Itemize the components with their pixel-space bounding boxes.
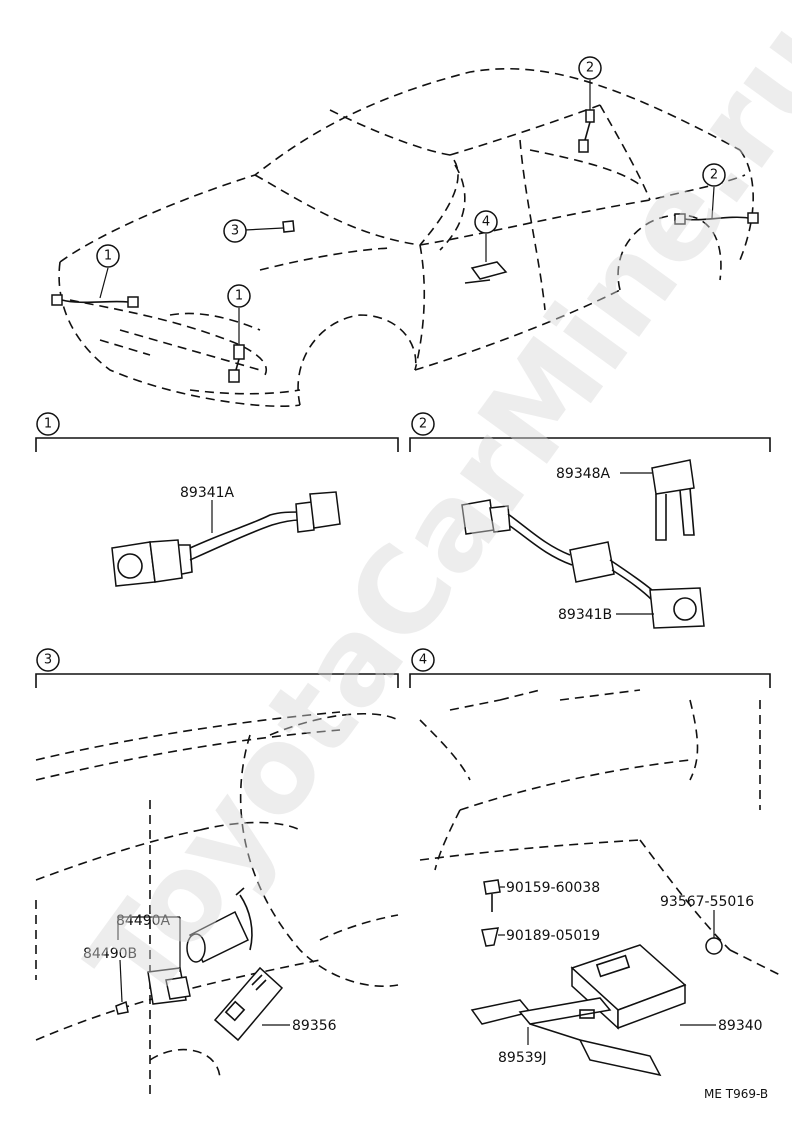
- car-harness-rear-lower: [674, 163, 759, 225]
- label-89341A: 89341A: [180, 485, 235, 501]
- bolt-90159-60038: [483, 879, 501, 912]
- car-harness-rear-upper: [578, 56, 602, 153]
- clip-84490B: [115, 1000, 129, 1015]
- section-3-header: [35, 648, 399, 688]
- interior-floor-outline: [419, 689, 781, 976]
- car-computer-floor: [464, 210, 508, 284]
- nut-93567-55016: [705, 937, 723, 955]
- clip-90189-05019: [481, 927, 499, 947]
- label-84490B: 84490B: [83, 946, 137, 962]
- label-89340: 89340: [718, 1018, 763, 1034]
- harness-89341B: [461, 499, 705, 629]
- callout-2-upper: 2: [586, 61, 594, 76]
- section-2-header: [409, 412, 771, 452]
- label-93567-55016: 93567-55016: [660, 894, 754, 910]
- label-plate-89356: [213, 966, 284, 1042]
- harness-89341A: [111, 491, 341, 587]
- car-harness-front-right: [227, 284, 251, 383]
- computer-89340: [570, 944, 687, 1030]
- car-harness-front-left: [51, 244, 139, 308]
- label-90189-05019: 90189-05019: [506, 928, 600, 944]
- label-89539J: 89539J: [498, 1050, 547, 1066]
- section-2-number: 2: [419, 417, 427, 432]
- section-4-number: 4: [419, 653, 427, 668]
- car-outline: [58, 67, 754, 407]
- callout-3: 3: [231, 224, 239, 239]
- bracket-89348A: [651, 459, 695, 541]
- callout-1-front-right: 1: [235, 289, 243, 304]
- leader-84490A: [117, 916, 181, 972]
- label-90159-60038: 90159-60038: [506, 880, 600, 896]
- interior-dash-outline: [35, 711, 399, 1100]
- section-1-header: [35, 412, 399, 452]
- section-1-number: 1: [44, 417, 52, 432]
- leader-84490B: [119, 959, 123, 1003]
- callout-2-lower: 2: [710, 168, 718, 183]
- bracket-89539J: [470, 997, 662, 1077]
- car-switch-dash: [223, 219, 295, 243]
- label-89356: 89356: [292, 1018, 337, 1034]
- callout-4: 4: [482, 215, 490, 230]
- section-3-number: 3: [44, 653, 52, 668]
- steering-column-switch: [186, 887, 253, 964]
- section-4-header: [409, 648, 771, 688]
- label-89348A: 89348A: [556, 466, 611, 482]
- diagram-code: ME T969-B: [704, 1087, 768, 1101]
- switch-84490A: [147, 967, 191, 1005]
- label-84490A: 84490A: [116, 913, 171, 929]
- label-89341B: 89341B: [558, 607, 612, 623]
- callout-1-front-left: 1: [104, 249, 112, 264]
